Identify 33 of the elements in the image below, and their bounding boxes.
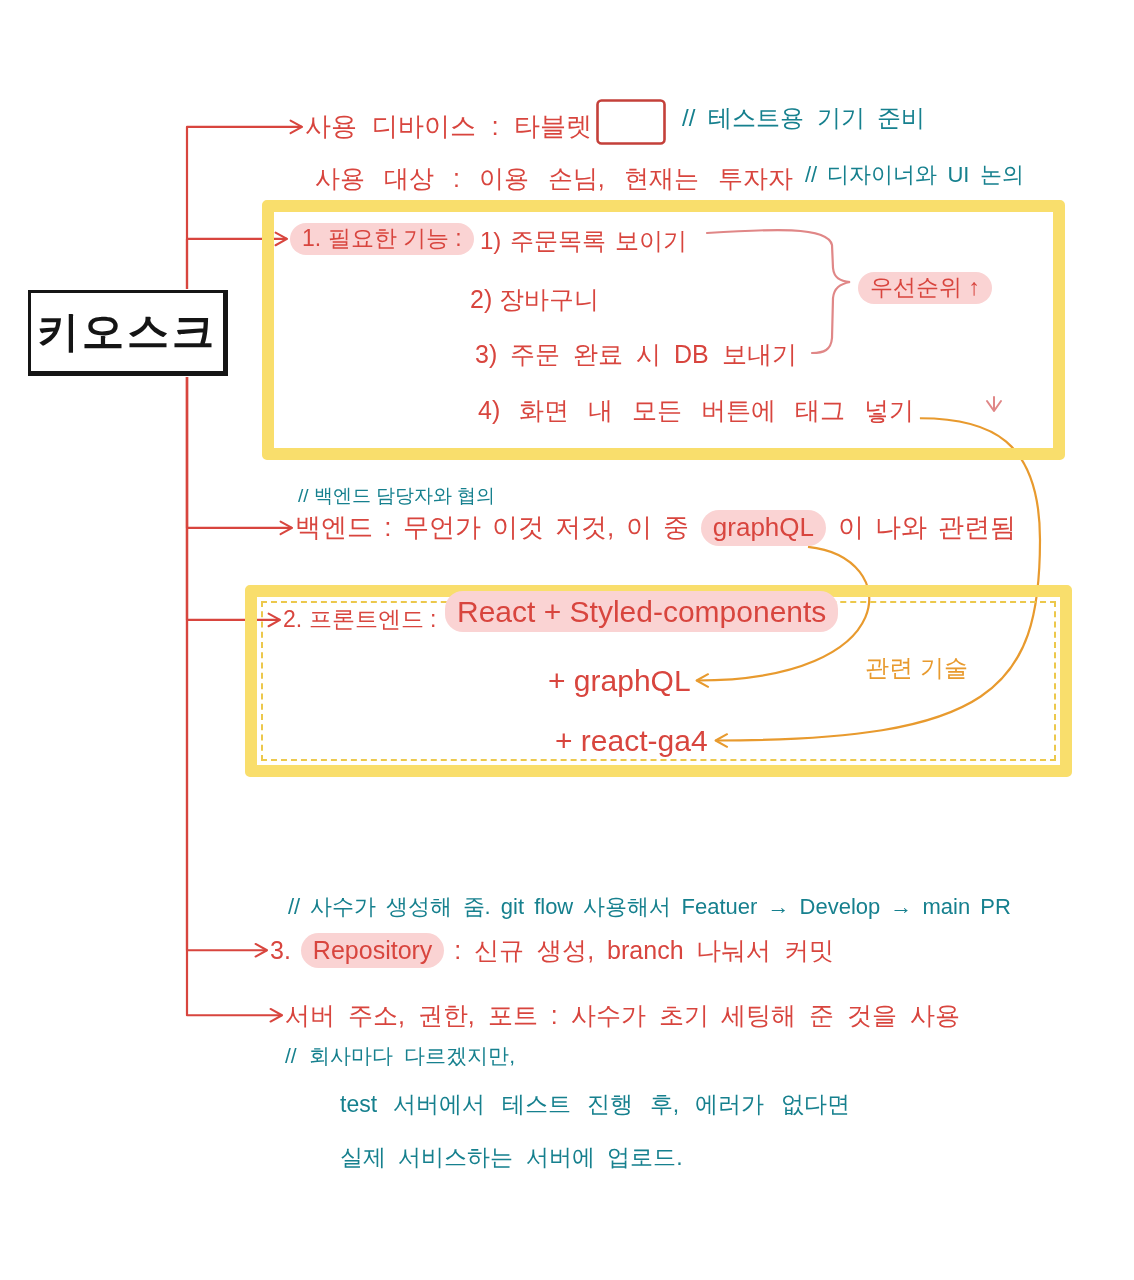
comment-text: // 테스트용 기기 준비	[682, 103, 926, 133]
item-text: 사용 대상 : 이용 손님, 현재는 투자자	[315, 163, 793, 194]
item-text: + graphQL	[548, 661, 691, 700]
item-text: + react-ga4	[555, 721, 708, 760]
comment-text: test 서버에서 테스트 진행 후, 에러가 없다면	[340, 1090, 850, 1119]
item-text: 1) 주문목록 보이기	[480, 226, 687, 256]
highlighted-label: 1. 필요한 기능 :	[290, 223, 474, 255]
highlighted-label: graphQL	[700, 510, 826, 546]
arrow	[714, 417, 1042, 748]
item-text: 서버 주소, 권한, 포트 : 사수가 초기 세팅해 준 것을 사용	[285, 999, 961, 1032]
comment-text: 실제 서비스하는 서버에 업로드.	[340, 1143, 683, 1172]
item-text: 2) 장바구니	[470, 284, 600, 315]
item-text: 백엔드 : 무언가 이것 저것, 이 중	[295, 511, 689, 544]
arrow	[185, 231, 289, 289]
item-text: 3.	[270, 935, 291, 966]
item-text: 사용 디바이스 : 타블렛	[305, 110, 592, 144]
comment-text: // 디자이너와 UI 논의	[805, 161, 1024, 189]
item-text: 2. 프론트엔드 :	[283, 605, 437, 635]
highlighted-label: React + Styled-components	[445, 591, 839, 632]
arrow	[695, 545, 871, 688]
item-text: 4) 화면 내 모든 버튼에 태그 넣기	[478, 394, 914, 427]
highlight-frame	[245, 585, 1072, 777]
arrow	[185, 377, 284, 1023]
item-text: : 신규 생성, branch 나눠서 커밋	[454, 935, 835, 966]
comment-text: // 회사마다 다르겠지만,	[285, 1043, 516, 1069]
comment-text: // 사수가 생성해 줌. git flow 사용해서 Featuer → Develop → main PR	[288, 893, 1011, 921]
highlight-frame	[262, 200, 1065, 460]
item-text: 3) 주문 완료 시 DB 보내기	[475, 339, 797, 370]
highlighted-label: Repository	[300, 933, 445, 968]
comment-text: // 백엔드 담당자와 협의	[298, 484, 496, 508]
title-box: 키오스크	[28, 290, 228, 376]
item-text: 이 나와 관련됨	[838, 511, 1017, 544]
highlighted-label: 우선순위 ↑	[858, 272, 992, 304]
